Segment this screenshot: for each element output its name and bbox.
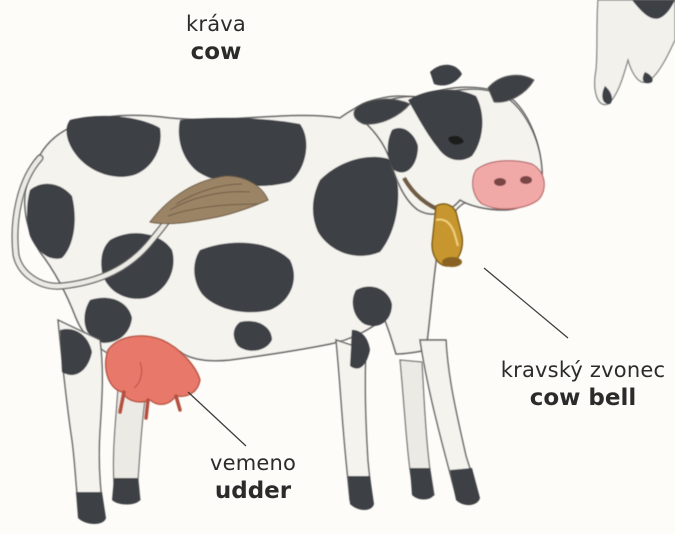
- udder-label: vemeno udder: [188, 451, 318, 505]
- cow-label-english: cow: [166, 39, 266, 65]
- cow-bell-pointer-line: [484, 268, 568, 338]
- cow-bell-label: kravský zvonec cow bell: [488, 358, 675, 412]
- udder-label-english: udder: [188, 478, 318, 504]
- udder-label-native: vemeno: [188, 451, 318, 475]
- partial-cow-top-right: [595, 0, 675, 105]
- cow-label: kráva cow: [166, 12, 266, 66]
- cow-bell-label-english: cow bell: [488, 385, 675, 411]
- cow-label-native: kráva: [166, 12, 266, 36]
- cow-bell-label-native: kravský zvonec: [488, 358, 675, 382]
- cow-hind-legs: [58, 320, 106, 524]
- udder-pointer-line: [188, 392, 246, 446]
